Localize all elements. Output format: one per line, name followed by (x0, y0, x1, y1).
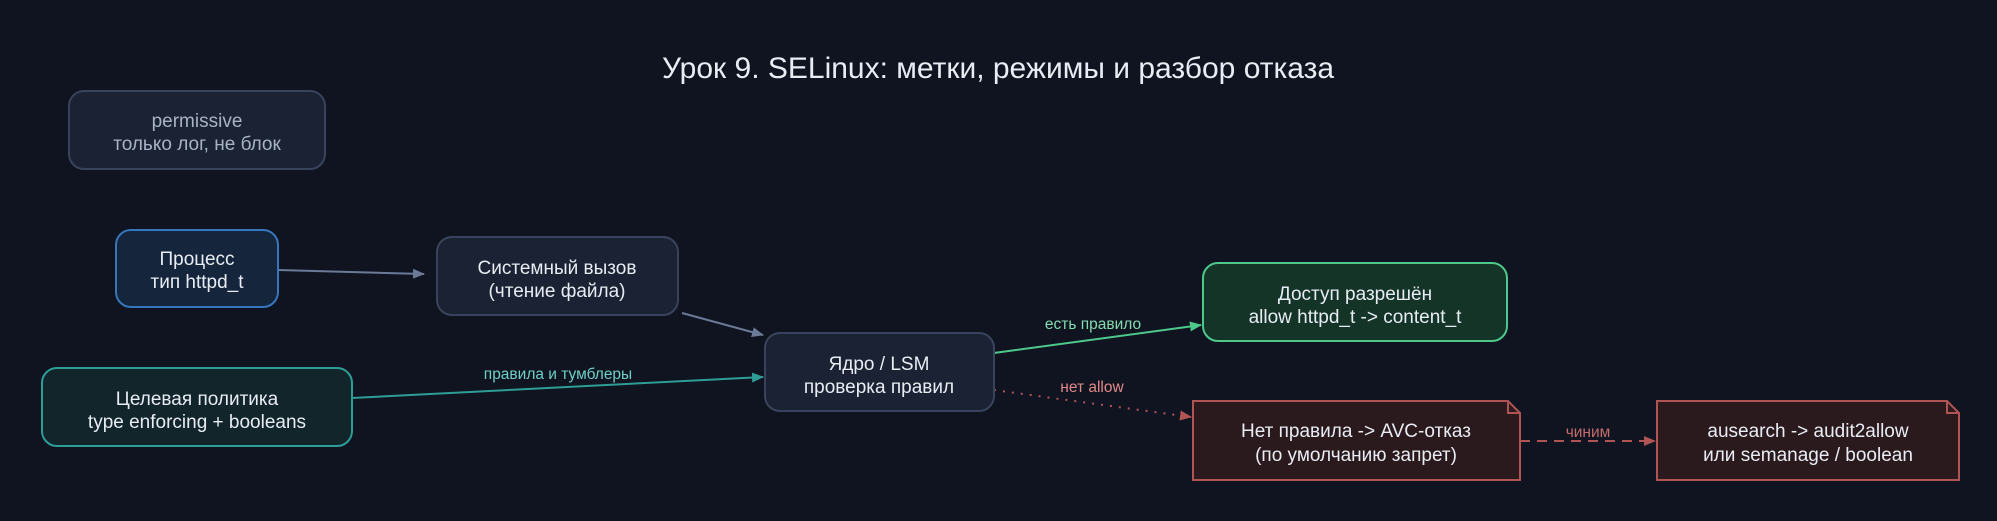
node-policy-line2: type enforcing + booleans (88, 412, 306, 433)
edge-label-policy-kernel: правила и тумблеры (484, 366, 632, 383)
node-denied-line1: Нет правила -> AVC-отказ (1241, 421, 1471, 442)
edge-syscall-to-kernel (681, 312, 764, 337)
node-permissive-line1: permissive (152, 111, 243, 132)
edge-label-kernel-denied: нет allow (1060, 379, 1124, 396)
edge-process-to-syscall (277, 268, 425, 279)
edge-kernel-to-denied (993, 389, 1192, 421)
node-fix-line1: ausearch -> audit2allow (1707, 421, 1908, 442)
node-denied-note: Нет правила -> AVC-отказ (по умолчанию з… (1192, 400, 1521, 481)
node-syscall-line2: (чтение файла) (488, 281, 625, 302)
node-fix-note: ausearch -> audit2allow или semanage / b… (1656, 400, 1960, 481)
node-denied-line2: (по умолчанию запрет) (1255, 445, 1457, 466)
node-kernel: Ядро / LSM проверка правил (764, 332, 995, 412)
node-syscall-line1: Системный вызов (478, 258, 637, 279)
node-allowed-line2: allow httpd_t -> content_t (1249, 307, 1463, 328)
node-fix-line2: или semanage / boolean (1703, 445, 1913, 466)
edge-label-denied-fix: чиним (1566, 424, 1611, 441)
edge-label-kernel-allowed: есть правило (1045, 316, 1141, 333)
node-process-line1: Процесс (159, 249, 234, 270)
node-syscall: Системный вызов (чтение файла) (436, 236, 679, 316)
edge-policy-to-kernel (351, 372, 764, 399)
diagram-title: Урок 9. SELinux: метки, режимы и разбор … (662, 52, 1334, 85)
node-kernel-line2: проверка правил (804, 377, 954, 398)
node-allowed: Доступ разрешён allow httpd_t -> content… (1202, 262, 1508, 342)
node-process: Процесс тип httpd_t (115, 229, 279, 308)
node-permissive-line2: только лог, не блок (113, 134, 281, 155)
edge-kernel-to-allowed (993, 321, 1202, 354)
node-allowed-line1: Доступ разрешён (1278, 284, 1432, 305)
node-process-line2: тип httpd_t (151, 272, 245, 293)
node-permissive: permissive только лог, не блок (68, 90, 326, 170)
node-kernel-line1: Ядро / LSM (829, 354, 930, 375)
node-policy: Целевая политика type enforcing + boolea… (41, 367, 353, 447)
node-policy-line1: Целевая политика (116, 389, 279, 410)
